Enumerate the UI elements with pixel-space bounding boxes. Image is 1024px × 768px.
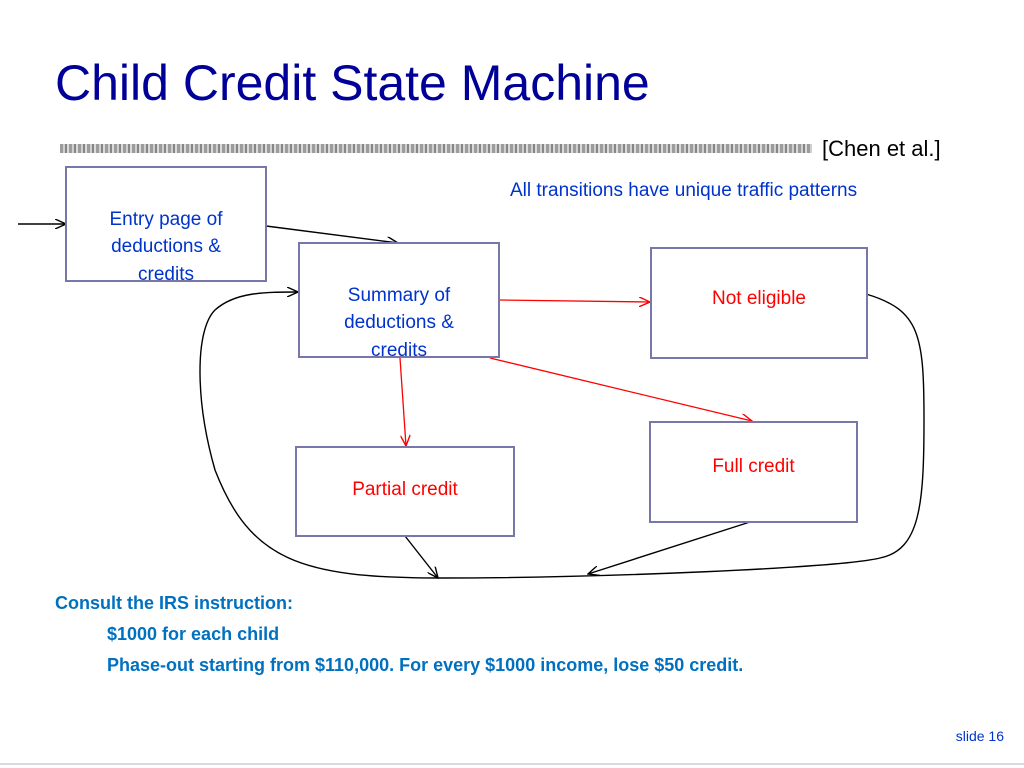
partial-to-return-arrow xyxy=(404,535,438,578)
footer-divider xyxy=(0,763,1024,765)
state-not-eligible-label: Not eligible xyxy=(712,288,806,309)
citation: [Chen et al.] xyxy=(822,136,941,161)
entry-to-summary-arrow xyxy=(265,225,398,243)
diagram-caption: All transitions have unique traffic patt… xyxy=(510,180,858,201)
state-partial-credit-label: Partial credit xyxy=(352,479,458,500)
page-title: Child Credit State Machine xyxy=(55,55,650,111)
title-divider xyxy=(60,144,812,153)
notes-line-phaseout: Phase-out starting from $110,000. For ev… xyxy=(107,655,744,675)
state-full-credit: Full credit xyxy=(649,421,858,523)
state-not-eligible: Not eligible xyxy=(650,247,868,359)
notes: Consult the IRS instruction: $1000 for e… xyxy=(55,588,743,681)
state-summary: Summary of deductions & credits xyxy=(298,242,500,361)
state-entry-page: Entry page of deductions & credits xyxy=(65,166,267,285)
state-entry-page-label: Entry page of deductions & credits xyxy=(109,208,223,285)
summary-to-not-eligible-arrow xyxy=(498,300,650,302)
full-to-return-arrow xyxy=(588,521,751,574)
slide-number: slide 16 xyxy=(955,728,1004,744)
state-full-credit-label: Full credit xyxy=(712,456,795,477)
summary-to-full-arrow xyxy=(489,357,752,421)
state-partial-credit: Partial credit xyxy=(295,446,515,537)
summary-to-partial-arrow xyxy=(399,357,406,446)
notes-line-per-child: $1000 for each child xyxy=(107,624,280,644)
notes-heading: Consult the IRS instruction: xyxy=(55,593,293,613)
state-summary-label: Summary of deductions & credits xyxy=(344,284,454,361)
return-loop-to-summary xyxy=(199,292,925,579)
